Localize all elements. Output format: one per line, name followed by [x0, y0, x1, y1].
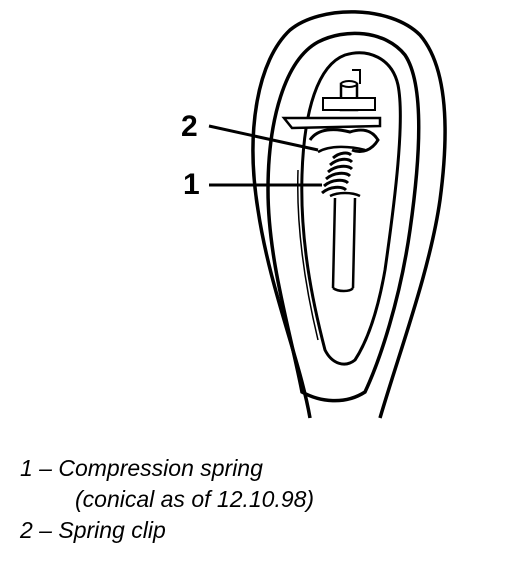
- spring-clip-arms: [308, 128, 380, 154]
- stud-step: [352, 69, 361, 84]
- spring-clip-lower: [317, 145, 366, 154]
- legend-item-1: 1 – Compression spring: [20, 455, 263, 481]
- lever-shaft: [331, 197, 357, 293]
- stud-top: [340, 80, 358, 88]
- legend-item-1-note: (conical as of 12.10.98): [75, 486, 315, 512]
- legend-item-2: 2 – Spring clip: [20, 517, 166, 543]
- knob-outer-outline: [251, 10, 447, 419]
- callout-number-1: 1: [183, 168, 200, 201]
- knob-window-edge: [297, 169, 319, 341]
- stud-plate: [322, 97, 376, 111]
- knob-window-recess: [300, 51, 402, 366]
- callout-number-2: 2: [181, 110, 198, 143]
- shaft-collar: [329, 191, 361, 198]
- legend: 1 – Compression spring (conical as of 12…: [20, 453, 500, 546]
- leader-line-2: [208, 124, 319, 152]
- gear-knob-diagram: [208, 10, 447, 419]
- spring-clip: [281, 116, 382, 130]
- compression-spring: [321, 151, 354, 195]
- knob-inner-contour: [266, 31, 421, 403]
